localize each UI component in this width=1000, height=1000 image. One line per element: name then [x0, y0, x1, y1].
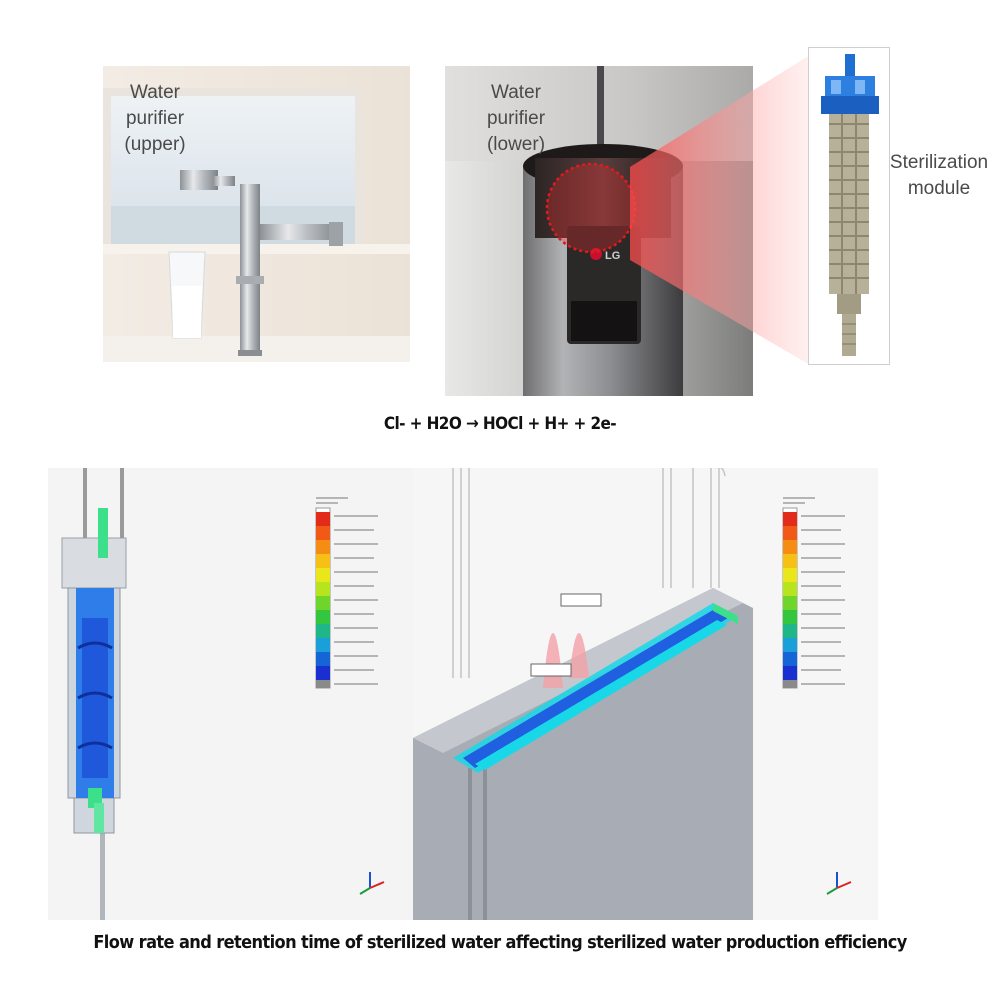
- label-line: module: [907, 178, 971, 199]
- label-water-purifier-lower: Water purifier (lower): [466, 80, 566, 158]
- label-line: Water: [130, 82, 180, 103]
- label-line: purifier: [486, 108, 546, 129]
- color-scale-legend-right: [782, 497, 845, 689]
- chemical-equation: Cl- + H2O → HOCl + H+ + 2e-: [383, 414, 617, 434]
- flow-simulation-module-view: [61, 468, 385, 920]
- photo-water-purifier-upper: [103, 66, 410, 362]
- faucet-illustration: [103, 66, 410, 362]
- label-line: (lower): [486, 134, 546, 155]
- simulation-panel-right: [413, 468, 878, 920]
- color-scale-legend-left: [315, 497, 378, 689]
- sterilization-module-panel: [808, 47, 890, 365]
- axis-triad-right: [826, 872, 852, 895]
- label-line: Water: [491, 82, 541, 103]
- flow-simulation-cross-section-view: [413, 468, 852, 920]
- zoom-highlight-cone: [630, 55, 810, 365]
- label-sterilization-module: Sterilization module: [880, 150, 998, 202]
- sterilization-module-illustration: [821, 54, 879, 356]
- brand-logo-text: LG: [605, 250, 620, 262]
- axis-triad-left: [359, 872, 385, 895]
- simulation-panel-left: [48, 468, 413, 920]
- figure-caption: Flow rate and retention time of steriliz…: [93, 932, 907, 953]
- label-water-purifier-upper: Water purifier (upper): [100, 80, 210, 158]
- label-line: (upper): [124, 134, 186, 155]
- label-line: Sterilization: [889, 152, 989, 173]
- label-line: purifier: [125, 108, 185, 129]
